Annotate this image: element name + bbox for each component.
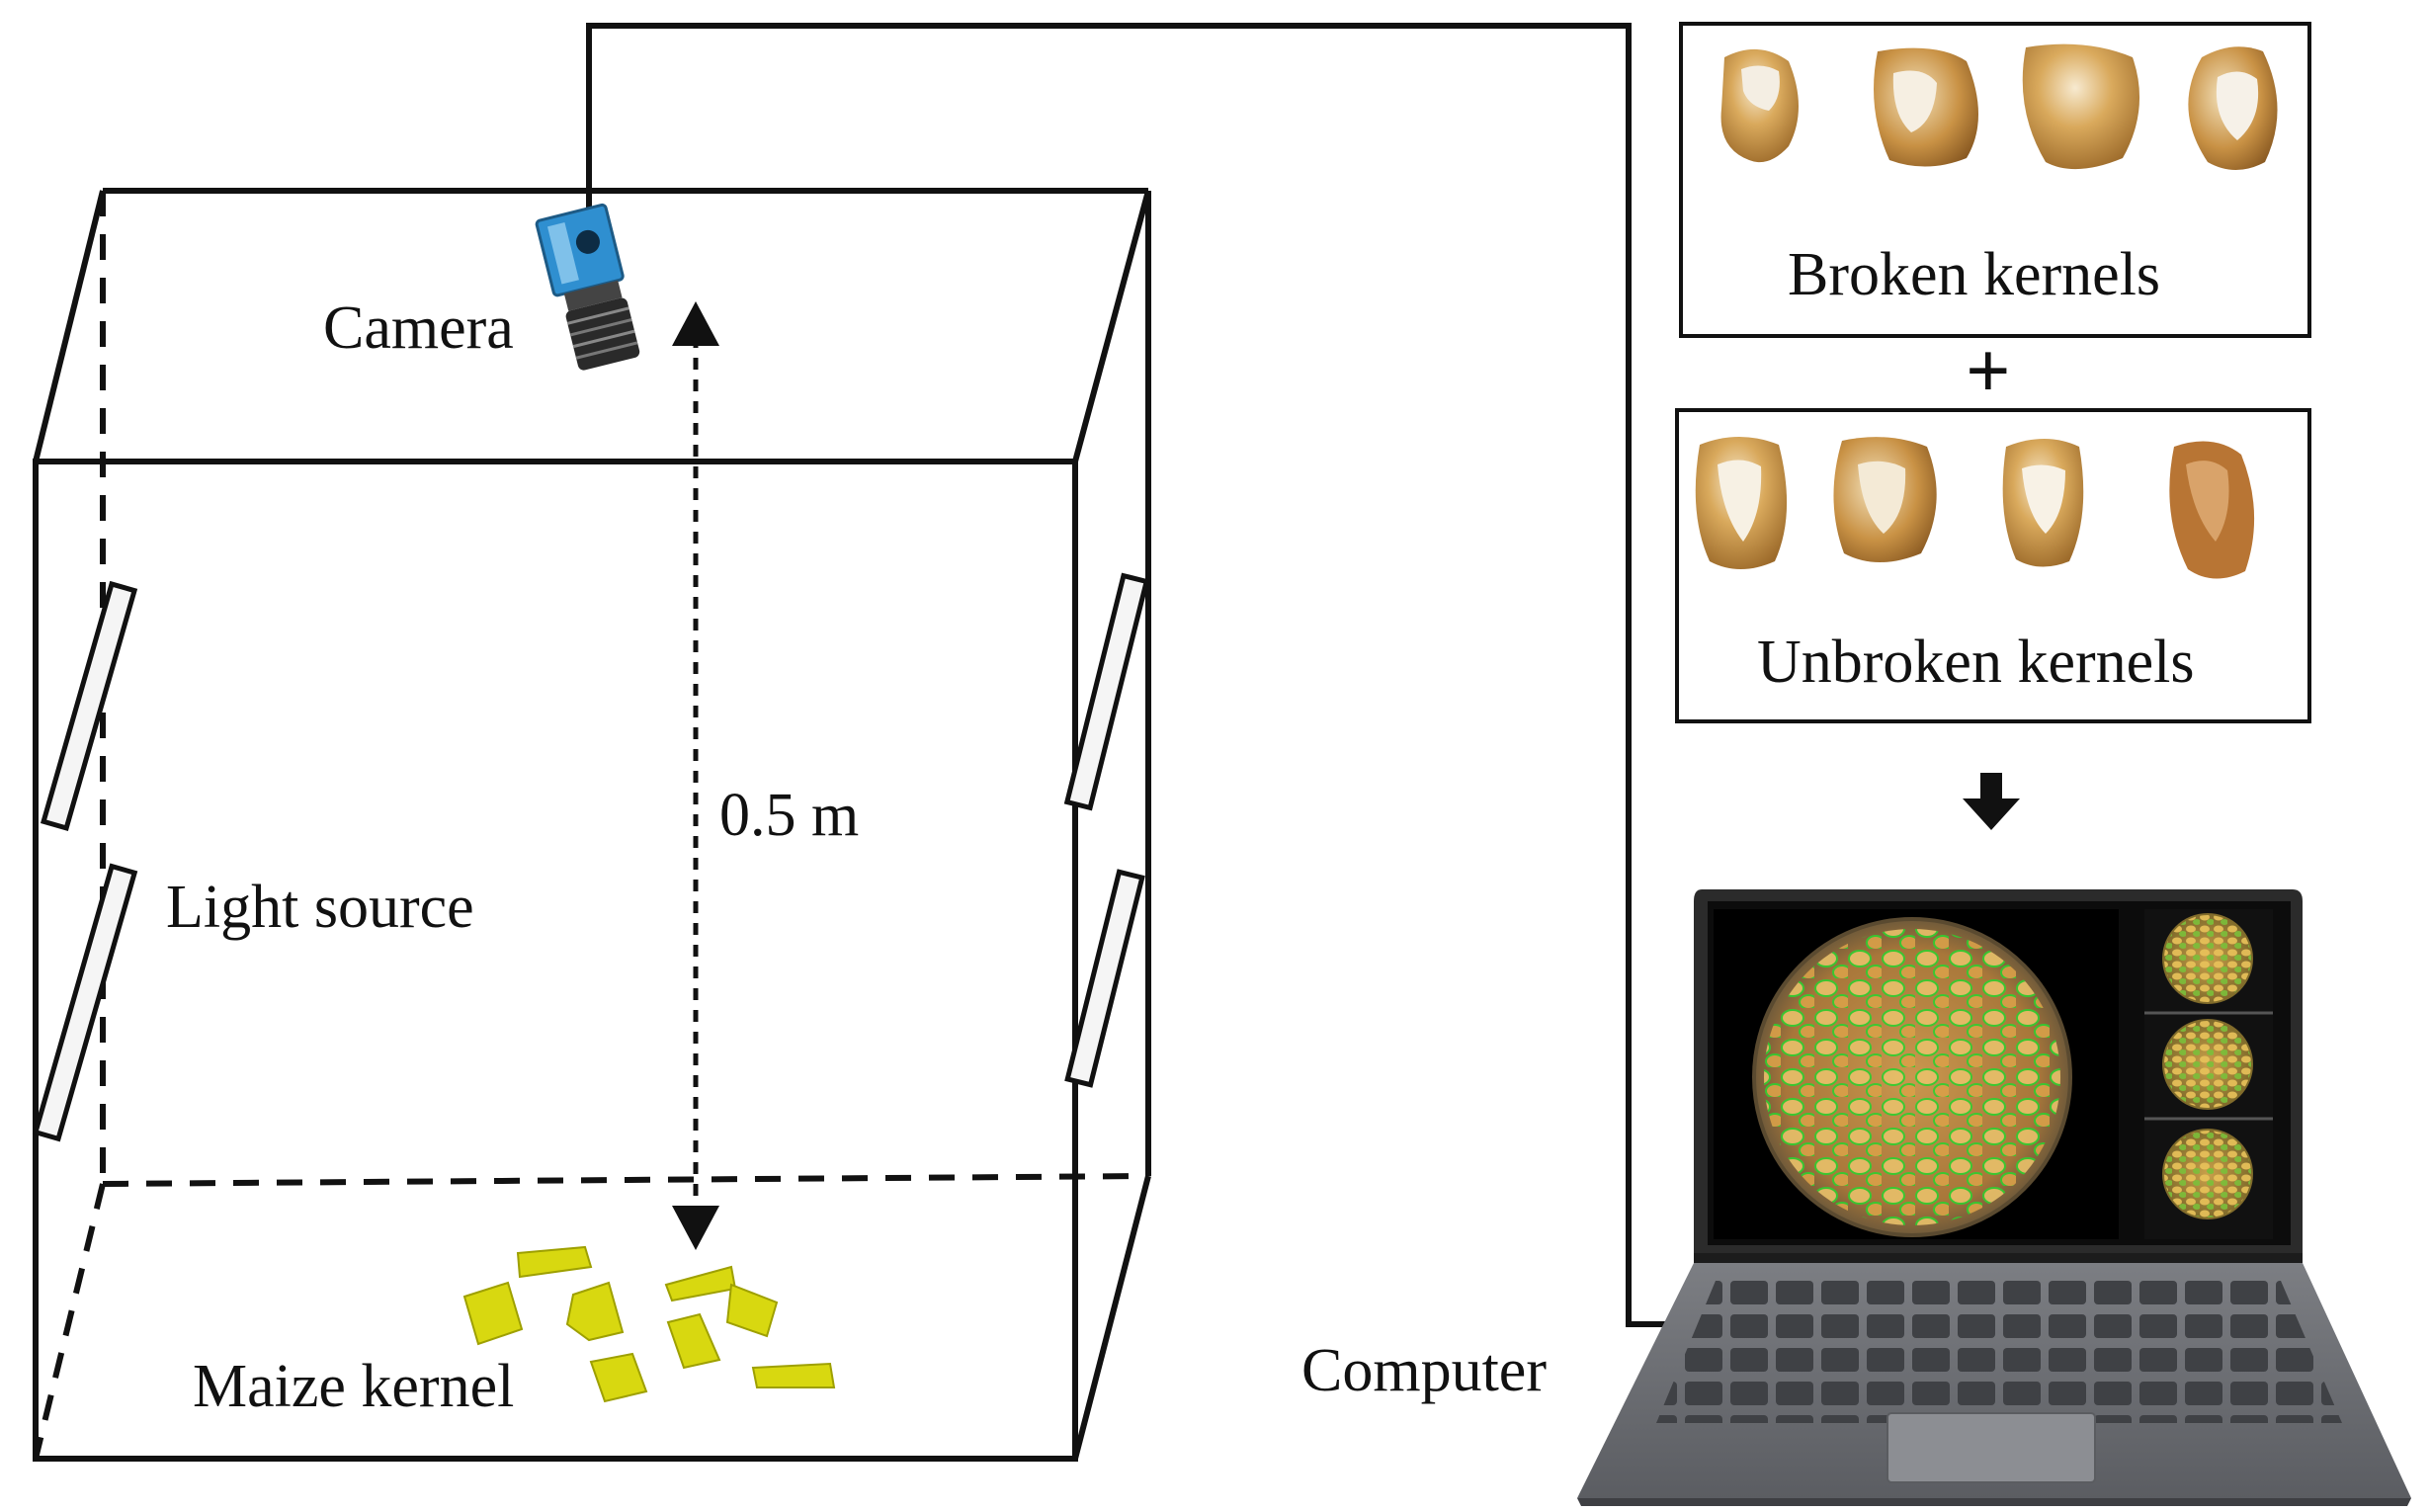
light-source-label: Light source: [166, 874, 474, 941]
maize-kernel-label: Maize kernel: [193, 1353, 514, 1420]
distance-arrow: [672, 301, 719, 1250]
kernel-photo-icon: [1720, 43, 2278, 171]
down-arrow-icon: [1963, 773, 2020, 830]
distance-label: 0.5 m: [719, 782, 859, 849]
broken-kernels-label: Broken kernels: [1788, 241, 2160, 308]
camera-label: Camera: [323, 294, 514, 362]
kernel-photo-icon: [1695, 437, 2255, 579]
plus-sign: +: [1966, 328, 2011, 415]
camera-cable: [586, 23, 1670, 1327]
laptop-icon: [1577, 889, 2411, 1506]
computer-label: Computer: [1301, 1337, 1547, 1404]
light-source-icon: [32, 572, 1150, 1142]
imaging-box-hidden-edges: [33, 191, 1149, 1460]
unbroken-kernels-label: Unbroken kernels: [1757, 629, 2194, 696]
imaging-box: [33, 188, 1151, 1462]
camera-icon: [535, 203, 640, 371]
maize-kernel-icon: [462, 1245, 836, 1403]
